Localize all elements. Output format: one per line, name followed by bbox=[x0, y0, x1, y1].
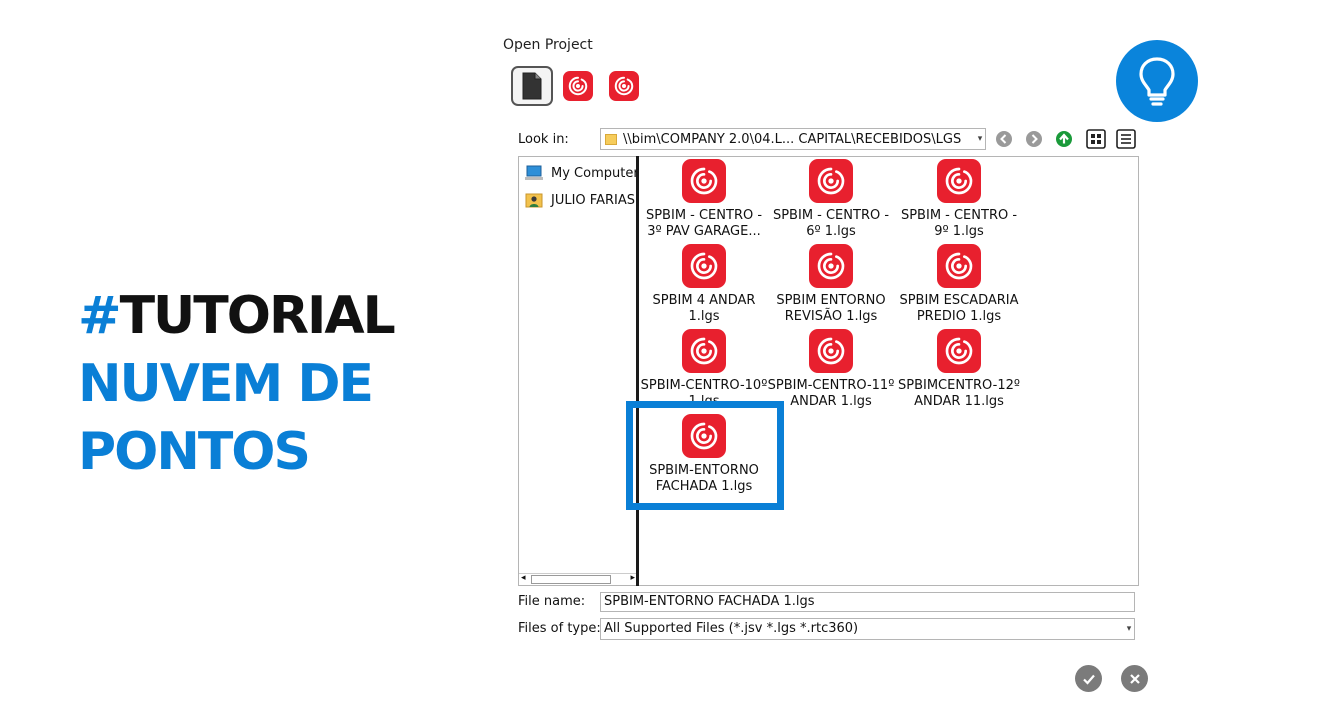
tutorial-heading: #TUTORIAL NUVEM DE PONTOS bbox=[78, 282, 396, 486]
file-item[interactable]: SPBIM - CENTRO - 9º 1.lgs bbox=[895, 159, 1023, 240]
lgs-file-icon bbox=[809, 244, 853, 288]
list-view-icon bbox=[1116, 129, 1136, 149]
file-item[interactable]: SPBIM-CENTRO-10º 1.lgs bbox=[640, 329, 768, 410]
lightbulb-icon bbox=[1116, 40, 1198, 122]
lgs-file-icon bbox=[809, 159, 853, 203]
folder-tree-pane[interactable]: My Computer JULIO FARIAS ◂ ▸ bbox=[518, 156, 636, 586]
project-mode-button-1[interactable] bbox=[557, 66, 599, 106]
scroll-right-arrow[interactable]: ▸ bbox=[630, 573, 635, 583]
lgs-file-icon bbox=[682, 329, 726, 373]
heading-tutorial-text: TUTORIAL bbox=[119, 286, 396, 346]
forward-icon bbox=[1026, 131, 1042, 147]
selection-highlight-box bbox=[626, 401, 784, 510]
lgs-file-icon bbox=[682, 159, 726, 203]
folder-icon bbox=[605, 133, 617, 145]
large-icons-view-button[interactable] bbox=[1086, 129, 1106, 149]
file-item[interactable]: SPBIM - CENTRO - 3º PAV GARAGE... bbox=[640, 159, 768, 240]
file-name-label: SPBIM ESCADARIA PREDIO 1.lgs bbox=[899, 293, 1019, 324]
file-name-label: SPBIM - CENTRO - 6º 1.lgs bbox=[772, 208, 890, 239]
rose-logo-icon bbox=[563, 71, 593, 101]
pane-splitter[interactable] bbox=[636, 156, 639, 586]
file-name-label: SPBIM - CENTRO - 9º 1.lgs bbox=[900, 208, 1018, 239]
file-type-label: Files of type: bbox=[518, 621, 601, 636]
file-name-label: SPBIM 4 ANDAR 1.lgs bbox=[652, 293, 756, 324]
up-folder-button[interactable] bbox=[1054, 129, 1074, 149]
tree-item-my-computer[interactable]: My Computer bbox=[525, 163, 636, 183]
lgs-file-icon bbox=[937, 244, 981, 288]
lgs-file-icon bbox=[682, 244, 726, 288]
tree-item-label: JULIO FARIAS bbox=[551, 192, 635, 208]
back-icon bbox=[996, 131, 1012, 147]
file-item[interactable]: SPBIM 4 ANDAR 1.lgs bbox=[640, 244, 768, 325]
file-item-selected[interactable]: SPBIM-ENTORNO FACHADA 1.lgs bbox=[640, 414, 768, 495]
confirm-check-icon bbox=[1082, 674, 1095, 685]
lgs-file-icon bbox=[937, 159, 981, 203]
file-name-label: SPBIM-ENTORNO FACHADA 1.lgs bbox=[649, 463, 759, 494]
tree-horizontal-scrollbar[interactable]: ◂ ▸ bbox=[519, 573, 636, 585]
look-in-path: \\bim\COMPANY 2.0\04.L... CAPITAL\RECEBI… bbox=[623, 131, 962, 147]
large-icons-view-icon bbox=[1086, 129, 1106, 149]
file-name-input[interactable]: SPBIM-ENTORNO FACHADA 1.lgs bbox=[600, 592, 1135, 612]
cancel-x-icon bbox=[1129, 673, 1140, 684]
tree-item-label: My Computer bbox=[551, 165, 636, 181]
heading-hash: # bbox=[78, 286, 122, 346]
file-item[interactable]: SPBIM-CENTRO-11º ANDAR 1.lgs bbox=[767, 329, 895, 410]
file-item[interactable]: SPBIM - CENTRO - 6º 1.lgs bbox=[767, 159, 895, 240]
dialog-title: Open Project bbox=[503, 37, 593, 53]
file-name-label: SPBIM ENTORNO REVISÃO 1.lgs bbox=[776, 293, 886, 324]
lgs-file-icon bbox=[809, 329, 853, 373]
back-button[interactable] bbox=[994, 129, 1014, 149]
file-name-label-text: File name: bbox=[518, 594, 586, 609]
lgs-file-icon bbox=[682, 414, 726, 458]
computer-icon bbox=[525, 165, 543, 180]
user-folder-icon bbox=[525, 193, 543, 208]
file-item[interactable]: SPBIMCENTRO-12º ANDAR 11.lgs bbox=[895, 329, 1023, 410]
rose-logo-icon bbox=[609, 71, 639, 101]
forward-button[interactable] bbox=[1024, 129, 1044, 149]
file-type-value: All Supported Files (*.jsv *.lgs *.rtc36… bbox=[604, 621, 859, 636]
file-type-select[interactable]: All Supported Files (*.jsv *.lgs *.rtc36… bbox=[600, 618, 1135, 640]
project-mode-button-2[interactable] bbox=[603, 66, 645, 106]
scroll-left-arrow[interactable]: ◂ bbox=[521, 573, 526, 583]
heading-line-tutorial: #TUTORIAL bbox=[78, 282, 396, 350]
chevron-down-icon[interactable]: ▾ bbox=[977, 134, 983, 144]
scrollbar-thumb[interactable] bbox=[531, 575, 611, 584]
document-icon bbox=[522, 72, 542, 100]
look-in-combo[interactable]: \\bim\COMPANY 2.0\04.L... CAPITAL\RECEBI… bbox=[600, 128, 986, 150]
confirm-button[interactable] bbox=[1075, 665, 1102, 692]
chevron-down-icon[interactable]: ▾ bbox=[1126, 624, 1132, 634]
open-file-mode-button[interactable] bbox=[511, 66, 553, 106]
file-name-label: SPBIM-CENTRO-11º ANDAR 1.lgs bbox=[767, 378, 895, 409]
look-in-label: Look in: bbox=[518, 132, 569, 147]
heading-line-nuvem: NUVEM DE bbox=[78, 354, 374, 414]
file-name-label: SPBIM - CENTRO - 3º PAV GARAGE... bbox=[645, 208, 763, 239]
file-item[interactable]: SPBIM ESCADARIA PREDIO 1.lgs bbox=[895, 244, 1023, 325]
lgs-file-icon bbox=[937, 329, 981, 373]
file-name-label: SPBIMCENTRO-12º ANDAR 11.lgs bbox=[897, 378, 1020, 409]
file-item[interactable]: SPBIM ENTORNO REVISÃO 1.lgs bbox=[767, 244, 895, 325]
tree-item-user-folder[interactable]: JULIO FARIAS bbox=[525, 190, 635, 210]
up-folder-icon bbox=[1056, 131, 1072, 147]
cancel-button[interactable] bbox=[1121, 665, 1148, 692]
heading-line-pontos: PONTOS bbox=[78, 422, 311, 482]
list-view-button[interactable] bbox=[1116, 129, 1136, 149]
